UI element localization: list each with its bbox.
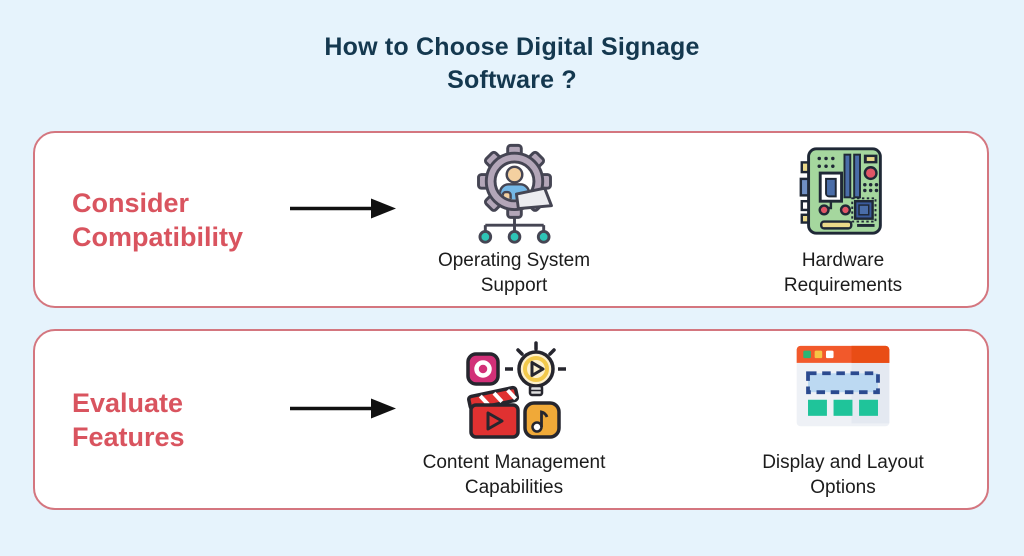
item-hardware-requirements: Hardware Requirements (728, 143, 958, 298)
right-arrow-icon (288, 195, 398, 226)
item-label: Display and Layout Options (762, 452, 924, 498)
page-title: How to Choose Digital Signage Software ? (0, 31, 1024, 97)
section-card-compatibility: Consider Compatibility (33, 131, 989, 308)
item-content-management: Content Management Capabilities (399, 341, 629, 500)
motherboard-icon (795, 143, 892, 240)
section-heading-features: Evaluate Features (72, 386, 185, 454)
multimedia-content-icon (458, 341, 570, 443)
heading-line2: Features (72, 421, 185, 452)
heading-line1: Evaluate (72, 387, 184, 418)
heading-line1: Consider (72, 187, 190, 218)
item-label: Operating System Support (437, 250, 591, 296)
section-heading-compatibility: Consider Compatibility (72, 186, 243, 254)
item-label: Content Management Capabilities (422, 452, 606, 498)
item-operating-system-support: Operating System Support (399, 143, 629, 298)
right-arrow-icon (288, 395, 398, 426)
page-title-line1: How to Choose Digital Signage (324, 33, 700, 61)
page-title-line2: Software ? (447, 66, 577, 94)
browser-layout-icon (791, 341, 895, 433)
heading-line2: Compatibility (72, 221, 244, 252)
item-label: Hardware Requirements (783, 250, 903, 296)
section-card-features: Evaluate Features (33, 329, 989, 510)
item-display-layout: Display and Layout Options (728, 341, 958, 500)
gear-person-network-icon (461, 143, 568, 247)
